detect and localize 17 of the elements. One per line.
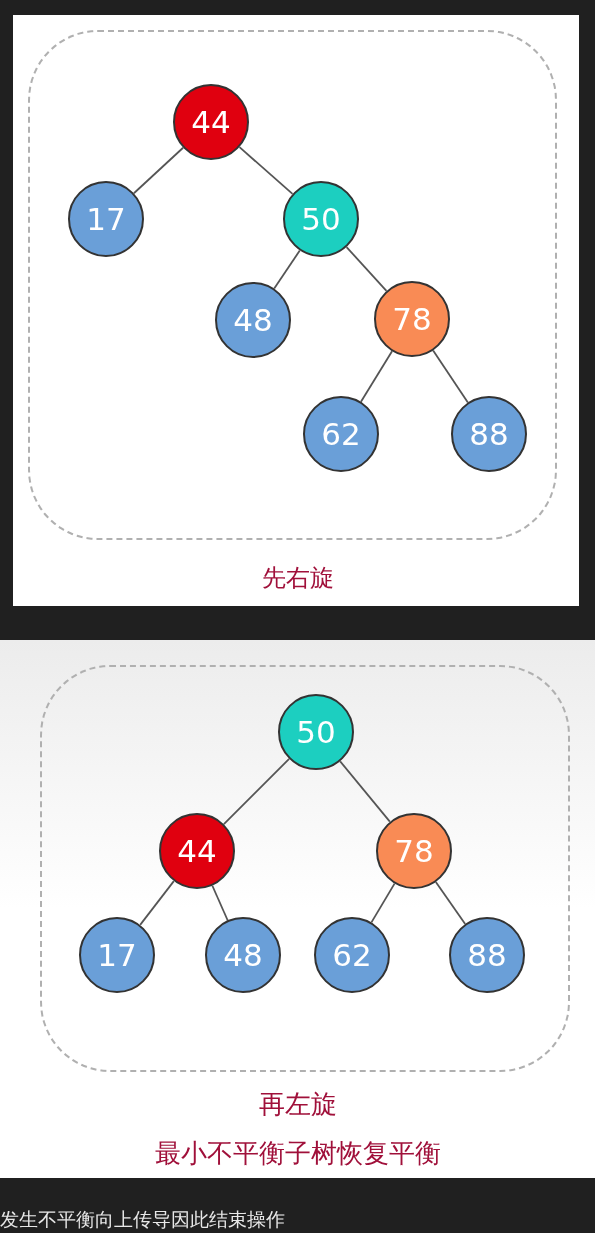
dashed-frame [40, 665, 570, 1072]
tree-edge [370, 882, 396, 924]
caption: 再左旋 [257, 1088, 338, 1121]
caption: 最小不平衡子树恢复平衡 [153, 1137, 442, 1170]
tree-edge [222, 757, 291, 826]
tree-edge [345, 246, 388, 292]
tree-edge [273, 249, 301, 290]
tree-edge [339, 760, 391, 823]
tree-edge [360, 350, 393, 403]
tree-edge [133, 146, 184, 195]
tree-edge [238, 146, 294, 195]
subtitle-text: 发生不平衡向上传导因此结束操作 [0, 1207, 285, 1232]
tree-edge [139, 880, 175, 926]
tree-edge [432, 349, 469, 404]
caption: 先右旋 [260, 563, 335, 594]
dashed-frame [28, 30, 557, 540]
tree-edge [434, 881, 467, 925]
